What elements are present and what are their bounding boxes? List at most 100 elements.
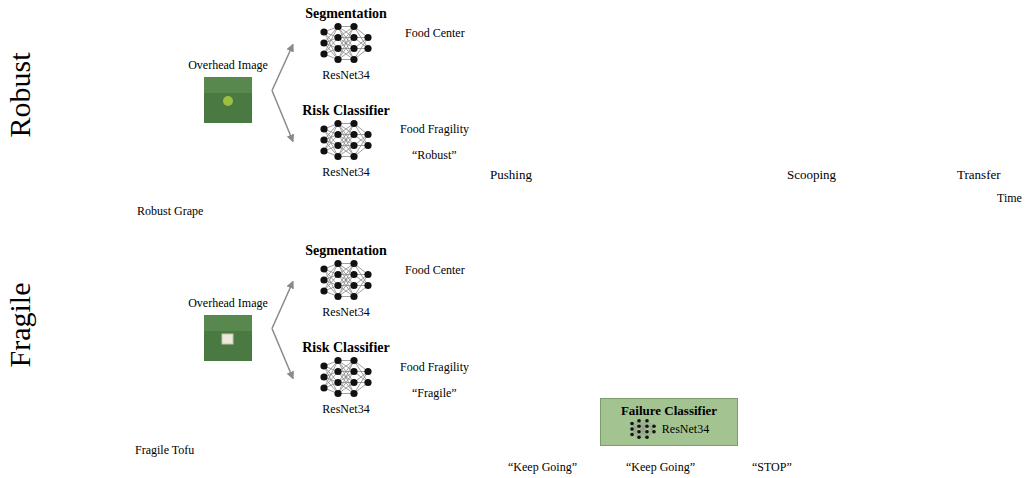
network-link <box>338 27 354 60</box>
network-unit <box>652 430 656 434</box>
network-unit <box>334 390 341 397</box>
network-unit <box>320 373 327 380</box>
network-link <box>338 124 354 157</box>
node-text: ResNet34 <box>322 305 369 320</box>
network-unit <box>350 368 357 375</box>
node-text: Segmentation <box>305 243 387 258</box>
network-unit <box>645 435 649 439</box>
network-unit <box>364 368 371 375</box>
row-heading: Fragile <box>3 283 37 368</box>
annotation-label: Pushing <box>490 168 532 182</box>
annotation-label: Food Center <box>405 26 465 40</box>
network-unit <box>364 379 371 386</box>
network-unit <box>637 424 641 428</box>
network-unit <box>350 153 357 160</box>
overhead-image-node: Overhead Image <box>185 296 271 361</box>
annotation-label: Scooping <box>787 168 836 182</box>
connector-arrow <box>272 45 293 91</box>
network-unit <box>645 424 649 428</box>
network-unit <box>320 125 327 132</box>
network-unit <box>364 131 371 138</box>
network-unit <box>320 147 327 154</box>
network-unit <box>364 34 371 41</box>
network-unit <box>334 282 341 289</box>
network-unit <box>320 287 327 294</box>
network-unit <box>334 23 341 30</box>
overhead-image <box>204 77 252 123</box>
annotation-label: Food Center <box>405 263 465 277</box>
network-unit <box>334 357 341 364</box>
annotation-label: Transfer <box>957 168 1001 182</box>
network-unit <box>334 120 341 127</box>
network-unit <box>350 282 357 289</box>
network-unit <box>637 435 641 439</box>
network-unit <box>350 56 357 63</box>
annotation-label: “Keep Going” <box>626 460 695 474</box>
network-unit <box>334 131 341 138</box>
network-link <box>639 421 647 438</box>
row-heading: Robust <box>3 52 37 137</box>
network-unit <box>334 153 341 160</box>
network-unit <box>350 293 357 300</box>
network-link <box>338 124 354 157</box>
network-unit <box>630 427 634 431</box>
network-unit <box>350 271 357 278</box>
network-unit <box>364 271 371 278</box>
annotation-label: Food Fragility <box>400 122 469 136</box>
network-unit <box>334 379 341 386</box>
annotation-label: Robust Grape <box>137 204 203 218</box>
network-unit <box>350 120 357 127</box>
annotation-label: Fragile Tofu <box>135 443 194 457</box>
network-link <box>338 264 354 297</box>
node-text: Overhead Image <box>188 58 268 73</box>
network-unit <box>320 136 327 143</box>
annotation-label: Food Fragility <box>400 360 469 374</box>
network-unit <box>320 28 327 35</box>
network-unit <box>320 50 327 57</box>
network-unit <box>350 390 357 397</box>
network-unit <box>350 142 357 149</box>
network-unit <box>334 45 341 52</box>
network-link <box>338 361 354 394</box>
network-unit <box>637 430 641 434</box>
network-unit <box>334 56 341 63</box>
network-unit <box>652 424 656 428</box>
network-unit <box>320 39 327 46</box>
network-icon <box>318 355 374 399</box>
node-text: ResNet34 <box>322 402 369 417</box>
network-unit <box>645 430 649 434</box>
annotation-label: “Fragile” <box>412 386 457 400</box>
connector-arrow <box>272 91 293 142</box>
node-text: Risk Classifier <box>302 340 390 355</box>
network-unit <box>645 419 649 423</box>
network-unit <box>364 282 371 289</box>
network-unit <box>334 293 341 300</box>
network-icon <box>318 118 374 162</box>
network-unit <box>350 260 357 267</box>
classifier-row: ResNet34 <box>629 418 709 440</box>
overhead-image <box>204 315 252 331</box>
network-unit <box>350 357 357 364</box>
network-unit <box>350 379 357 386</box>
network-link <box>338 361 354 394</box>
overhead-image-node: Overhead Image <box>185 58 271 123</box>
connector-arrow <box>272 282 293 329</box>
grape <box>223 96 233 106</box>
network-node: SegmentationResNet34 <box>294 6 398 83</box>
network-link <box>338 264 354 297</box>
tofu <box>222 334 233 344</box>
node-text: ResNet34 <box>322 165 369 180</box>
network-unit <box>364 142 371 149</box>
annotation-label: “Keep Going” <box>508 460 577 474</box>
network-unit <box>630 422 634 426</box>
network-unit <box>630 433 634 437</box>
annotation-label: “STOP” <box>752 460 792 474</box>
network-unit <box>334 34 341 41</box>
network-unit <box>320 265 327 272</box>
node-text: ResNet34 <box>322 68 369 83</box>
network-node: Risk ClassifierResNet34 <box>294 103 398 180</box>
network-unit <box>350 131 357 138</box>
node-text: ResNet34 <box>662 422 709 437</box>
